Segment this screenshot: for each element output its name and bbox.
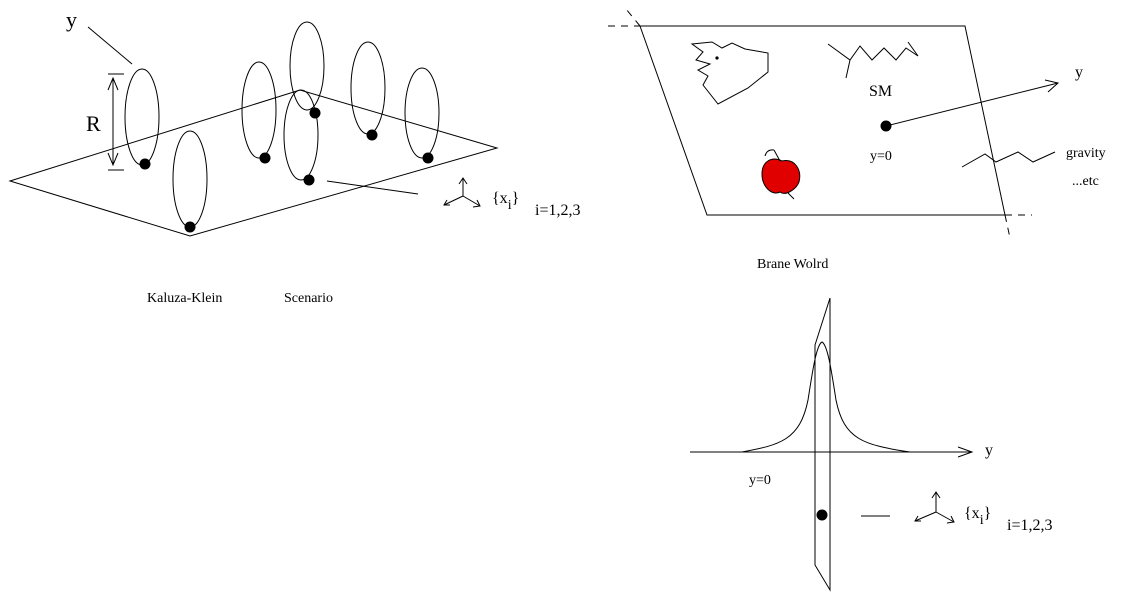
- kk-point: [259, 152, 271, 164]
- kk-loop: [241, 61, 277, 159]
- face-doodle: [690, 41, 769, 105]
- profile-y-arrowhead: [957, 446, 974, 458]
- profile-panel: y y=0 {xi} i=1,2,3: [690, 297, 1052, 592]
- kk-plane: [8, 89, 499, 237]
- profile-brane-sheet: [814, 297, 831, 592]
- kk-loop: [350, 41, 386, 135]
- brane-edge-dash: [1004, 214, 1011, 239]
- profile-curve: [741, 341, 911, 453]
- kk-caption-scenario: Scenario: [284, 291, 333, 306]
- kaluza-klein-panel: y R {xi} i=1,2,3 Kaluza-Klein Scenario: [8, 7, 580, 306]
- kk-axes-icon: [443, 177, 481, 208]
- brane-edge-dash: [625, 8, 641, 27]
- kk-loop: [172, 130, 208, 228]
- kk-point: [303, 174, 315, 186]
- etc-label: ...etc: [1072, 174, 1099, 189]
- kk-point: [184, 221, 196, 233]
- kk-coord-pointer: [326, 180, 419, 195]
- brane-origin-point: [880, 120, 892, 132]
- kk-point: [422, 152, 434, 164]
- gravity-label: gravity: [1066, 146, 1106, 161]
- apple-icon: [761, 149, 801, 200]
- brane-caption: Brane Wolrd: [757, 257, 828, 272]
- gravity-zigzag: [961, 151, 1056, 168]
- brane-y-label: y: [1075, 64, 1083, 81]
- brane-world-panel: SM y y=0 gravity ...etc Brane Wolrd: [608, 8, 1106, 272]
- sm-zigzag-tail: [845, 59, 851, 79]
- kk-loops: [124, 21, 440, 228]
- kk-loop: [404, 67, 440, 159]
- kk-y-pointer: [87, 26, 133, 65]
- profile-point: [816, 509, 828, 521]
- profile-y0-label: y=0: [749, 473, 771, 488]
- kk-coord-label: {xi}: [492, 190, 519, 213]
- kk-coord-range: i=1,2,3: [535, 202, 580, 219]
- kk-caption-kaluza-klein: Kaluza-Klein: [147, 291, 222, 306]
- kk-loop: [124, 68, 160, 166]
- profile-axes-icon: [914, 491, 955, 524]
- brane-y-axis: [885, 82, 1059, 127]
- brane-y0-label: y=0: [870, 149, 892, 164]
- profile-coord-label: {xi}: [964, 505, 991, 528]
- brane-plane: [639, 25, 1006, 216]
- kk-point: [309, 107, 321, 119]
- profile-coord-range: i=1,2,3: [1007, 517, 1052, 534]
- kk-point: [366, 129, 378, 141]
- brane-y-arrowhead: [1044, 79, 1060, 93]
- kk-point: [139, 158, 151, 170]
- kk-points: [139, 107, 434, 233]
- kk-radius-marker: [107, 73, 124, 171]
- kk-loop: [289, 21, 325, 111]
- kk-y-label: y: [66, 7, 77, 32]
- profile-y-label: y: [985, 442, 993, 459]
- sm-zigzag: [827, 41, 919, 61]
- kk-loop: [283, 89, 319, 181]
- kk-r-label: R: [86, 111, 101, 136]
- sm-label: SM: [869, 83, 892, 100]
